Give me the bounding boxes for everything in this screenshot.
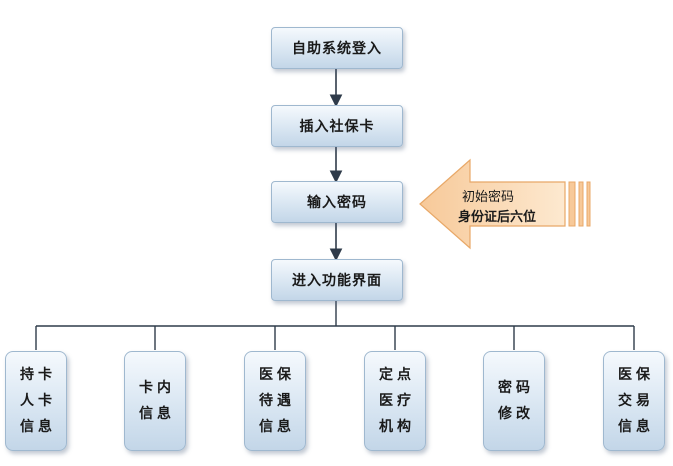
leaf-line: 交易 (618, 393, 654, 409)
step-enter-menu: 进入功能界面 (271, 259, 403, 301)
note-arrow-stripe-3 (586, 181, 591, 227)
leaf-change-password: 密码 修改 (483, 351, 545, 451)
step-insert-card: 插入社保卡 (271, 105, 403, 147)
step-login: 自助系统登入 (271, 27, 403, 69)
step-enter-menu-label: 进入功能界面 (292, 273, 382, 289)
leaf-line: 持卡 (20, 367, 56, 383)
leaf-line: 人卡 (20, 393, 56, 409)
leaf-line: 机构 (379, 419, 415, 435)
leaf-transaction-info: 医保 交易 信息 (603, 351, 665, 451)
note-line1: 初始密码 (462, 190, 515, 205)
leaf-designated-institutions: 定点 医疗 机构 (364, 351, 426, 451)
leaf-line: 信息 (20, 419, 56, 435)
leaf-line: 医疗 (379, 393, 415, 409)
note-arrow-stripe-1 (568, 181, 576, 227)
step-insert-card-label: 插入社保卡 (299, 119, 375, 135)
leaf-line: 修改 (498, 406, 534, 422)
leaf-card-info: 卡内 信息 (124, 351, 186, 451)
note-line2: 身份证后六位 (458, 210, 537, 225)
step-enter-password: 输入密码 (271, 181, 403, 223)
leaf-line: 信息 (139, 406, 175, 422)
step-enter-password-label: 输入密码 (307, 195, 367, 211)
note-arrow (419, 158, 591, 250)
leaf-benefit-info: 医保 待遇 信息 (244, 351, 306, 451)
leaf-line: 待遇 (259, 393, 295, 409)
note-arrow-stripe-2 (578, 181, 584, 227)
leaf-line: 医保 (259, 367, 295, 383)
leaf-line: 信息 (259, 419, 295, 435)
leaf-line: 定点 (379, 367, 415, 383)
step-login-label: 自助系统登入 (292, 41, 382, 57)
leaf-line: 信息 (618, 419, 654, 435)
leaf-line: 卡内 (139, 380, 175, 396)
leaf-line: 密码 (498, 380, 534, 396)
leaf-line: 医保 (618, 367, 654, 383)
leaf-cardholder-info: 持卡 人卡 信息 (5, 351, 67, 451)
